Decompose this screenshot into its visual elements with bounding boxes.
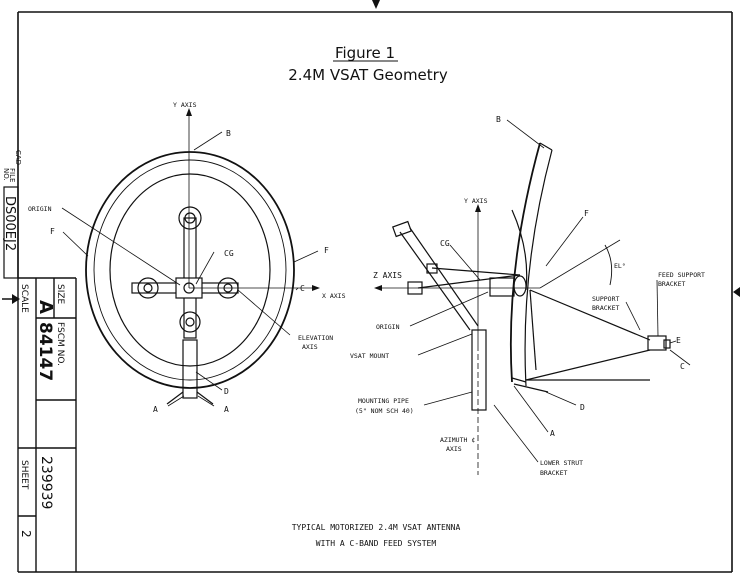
label-a-side: A xyxy=(550,429,555,438)
azimuth-axis-label-2: AXIS xyxy=(446,445,462,453)
y-axis-arrowhead xyxy=(186,108,192,116)
cg-label-front: CG xyxy=(224,249,234,258)
x-axis-arrowhead xyxy=(312,285,320,291)
label-a-front-left: A xyxy=(153,405,158,414)
elevation-angle-label: EL° xyxy=(614,262,626,270)
cad-label: CAD xyxy=(14,150,22,165)
y-axis-label: Y AXIS xyxy=(173,101,197,109)
title-block: FILE NO. CAD DS00EJ2 SIZE A FSCM NO. 841… xyxy=(2,150,77,572)
z-axis-arrowhead xyxy=(374,285,382,291)
elevation-axis-label-2: AXIS xyxy=(302,343,318,351)
caption-line-2: WITH A C-BAND FEED SYSTEM xyxy=(316,539,437,548)
left-center-arrow xyxy=(2,294,20,304)
vsat-mount-label: VSAT MOUNT xyxy=(350,352,389,360)
elevation-axis-label-1: ELEVATION xyxy=(298,334,333,342)
lower-strut-bracket-label-1: LOWER STRUT xyxy=(540,459,583,467)
front-view-leaders xyxy=(61,131,319,407)
fscm-value: 84147 xyxy=(35,322,55,381)
x-axis-label: X AXIS xyxy=(322,292,346,300)
feed-support-bracket-label-1: FEED SUPPORT xyxy=(658,271,705,279)
file-no-label-1: FILE xyxy=(8,168,16,182)
label-c-front: C xyxy=(300,284,305,293)
mounting-pipe-label-1: MOUNTING PIPE xyxy=(358,397,409,405)
front-view-drawing xyxy=(85,112,316,405)
size-value: A xyxy=(35,300,56,314)
right-center-arrow xyxy=(733,287,740,297)
label-b-side: B xyxy=(496,115,501,124)
label-e-side: E xyxy=(676,336,681,345)
azimuth-axis-label-1: AZIMUTH ¢ xyxy=(440,436,475,444)
label-d-side: D xyxy=(580,403,585,412)
figure-heading: Figure 1 xyxy=(335,44,395,62)
figure-title: 2.4M VSAT Geometry xyxy=(288,66,448,84)
drawing-border xyxy=(17,11,733,573)
dish-reflector xyxy=(109,173,271,367)
label-a-front-right: A xyxy=(224,405,229,414)
elevation-angle-arc xyxy=(604,244,613,286)
dish-rim-inner xyxy=(93,159,287,381)
origin-label-front: ORIGIN xyxy=(28,205,52,213)
feed-support-bracket-label-2: BRACKET xyxy=(658,280,685,288)
scale-label: SCALE xyxy=(19,284,29,313)
label-f-side: F xyxy=(584,209,589,218)
label-c-side: C xyxy=(680,362,685,371)
side-view-leaders xyxy=(409,119,691,463)
mounting-pipe-label-2: (5" NOM SCH 40) xyxy=(355,407,414,415)
side-view-drawing xyxy=(378,142,671,475)
side-y-axis-arrowhead xyxy=(475,204,481,212)
lower-strut-bracket-label-2: BRACKET xyxy=(540,469,567,477)
cg-label-side: CG xyxy=(440,239,450,248)
sheet-value: 2 xyxy=(19,530,33,538)
origin-label-side: ORIGIN xyxy=(376,323,400,331)
label-b-front: B xyxy=(226,129,231,138)
side-y-axis-label: Y AXIS xyxy=(464,197,488,205)
support-bracket-label-2: BRACKET xyxy=(592,304,619,312)
elevation-angle-ray xyxy=(539,239,621,289)
label-d-front: D xyxy=(224,387,229,396)
size-label: SIZE xyxy=(55,284,65,305)
top-center-arrow xyxy=(372,0,380,9)
file-number: DS00EJ2 xyxy=(2,196,17,251)
support-bracket-label-1: SUPPORT xyxy=(592,295,619,303)
caption-line-1: TYPICAL MOTORIZED 2.4M VSAT ANTENNA xyxy=(292,523,461,532)
z-axis-label: Z AXIS xyxy=(373,271,402,280)
sheet-label: SHEET xyxy=(19,460,29,490)
label-f-right: F xyxy=(324,246,329,255)
file-no-label-2: NO. xyxy=(2,168,10,181)
label-f-left: F xyxy=(50,227,55,236)
drawing-number: 239939 xyxy=(38,456,54,509)
fscm-label: FSCM NO. xyxy=(55,322,65,366)
dish-rim-outer xyxy=(85,151,295,389)
